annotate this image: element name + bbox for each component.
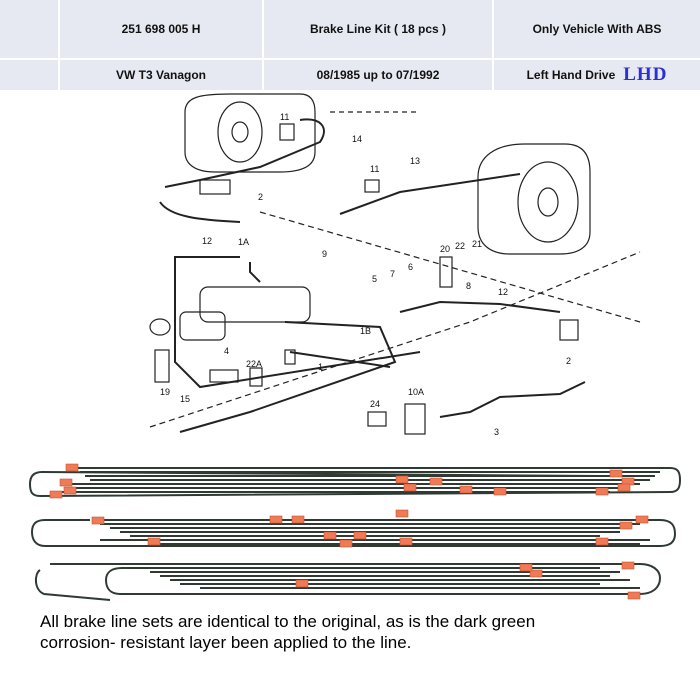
diagram-label: 22A [246, 359, 262, 369]
diagram-label: 4 [224, 346, 229, 356]
diagram-label: 11 [280, 112, 289, 122]
diagram-label: 1B [360, 326, 371, 336]
diagram-label: 12 [202, 236, 212, 246]
drive-cell: Left Hand Drive LHD [494, 60, 700, 90]
diagram-label: 14 [352, 134, 362, 144]
rear-wheel-rim [517, 161, 579, 243]
bracket-2 [199, 179, 231, 195]
brake-line-kit-photo [28, 463, 682, 601]
diagram-label: 1 [318, 362, 323, 372]
master-cylinder [199, 286, 311, 323]
front-wheel-tyre [184, 93, 316, 173]
caption: All brake line sets are identical to the… [40, 611, 690, 653]
lhd-badge: LHD [623, 64, 668, 85]
diagram-label: 21 [472, 239, 482, 249]
header-table: 251 698 005 H Brake Line Kit ( 18 pcs ) … [0, 0, 700, 92]
diagram-label: 10A [408, 387, 424, 397]
caption-line-2: corrosion- resistant layer been applied … [40, 633, 412, 652]
diagram-label: 1A [238, 237, 249, 247]
vehicle-note: Only Vehicle With ABS [494, 0, 700, 58]
diagram-label: 7 [390, 269, 395, 279]
diagram-label: 2 [258, 192, 263, 202]
date-range: 08/1985 up to 07/1992 [264, 60, 492, 90]
diagram-label: 6 [408, 262, 413, 272]
vehicle-model: VW T3 Vanagon [60, 60, 262, 90]
diagram-label: 20 [440, 244, 450, 254]
rear-wheel-tyre [477, 143, 591, 255]
diagram-label: 15 [180, 394, 190, 404]
kit-title: Brake Line Kit ( 18 pcs ) [264, 0, 492, 58]
drive-label: Left Hand Drive [526, 68, 616, 82]
diagram-label: 22 [455, 241, 465, 251]
diagram-label: 8 [466, 281, 471, 291]
diagram-label: 13 [410, 156, 420, 166]
caption-line-1: All brake line sets are identical to the… [40, 612, 536, 631]
diagram-label: 3 [494, 427, 499, 437]
header-empty-cell-2 [0, 60, 58, 90]
diagram-label: 2 [566, 356, 571, 366]
diagram-label: 5 [372, 274, 377, 284]
diagram-label: 9 [322, 249, 327, 259]
diagram-label: 24 [370, 399, 380, 409]
brake-line-diagram: 11 14 11 13 2 12 1A 9 20 22 21 6 7 5 8 1… [149, 93, 641, 437]
front-wheel-rim [217, 101, 263, 163]
diagram-label: 11 [370, 164, 379, 174]
diagram-label: 12 [498, 287, 508, 297]
header-empty-cell [0, 0, 58, 58]
part-number: 251 698 005 H [60, 0, 262, 58]
diagram-label: 19 [160, 387, 170, 397]
fittings [49, 463, 649, 600]
